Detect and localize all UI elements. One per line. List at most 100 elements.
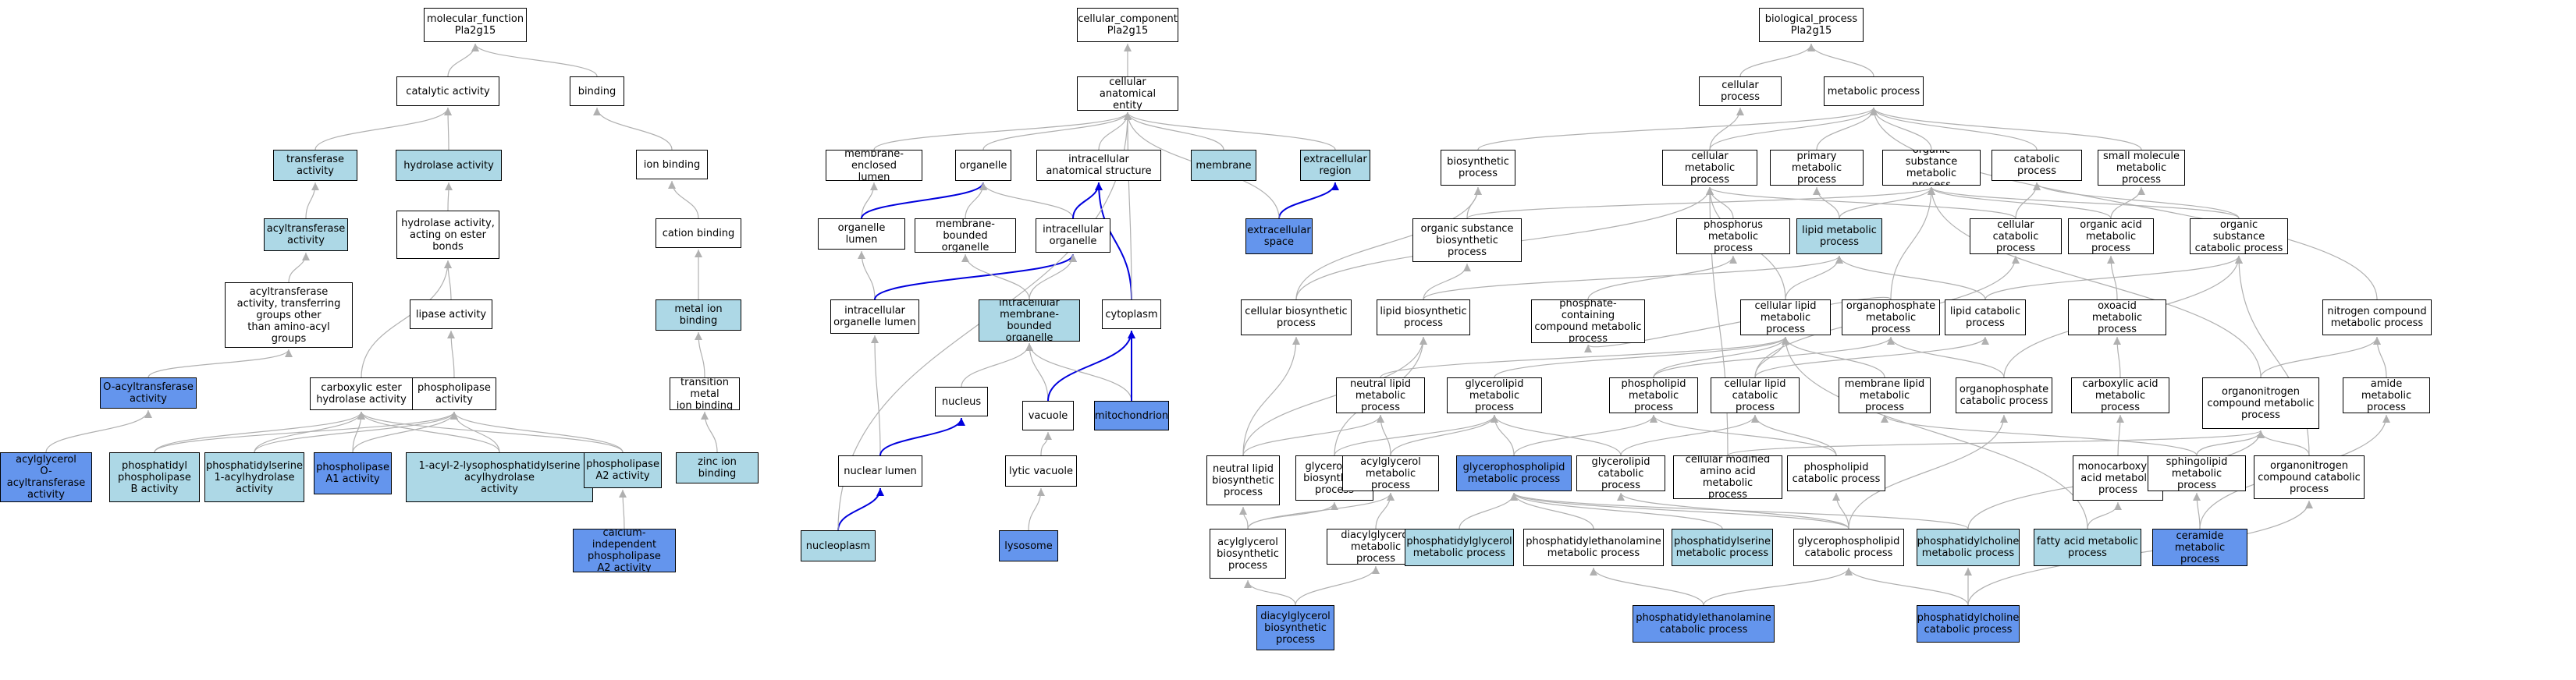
node-binding[interactable]: binding (570, 76, 624, 106)
node-bp[interactable]: biological_process Pla2g15 (1759, 8, 1864, 42)
node-acyltrother[interactable]: acyltransferase activity, transferring g… (225, 282, 353, 348)
node-gplcat[interactable]: glycerophospholipid catabolic process (1793, 529, 1904, 566)
node-organonitrocat[interactable]: organonitrogen compound catabolic proces… (2254, 455, 2365, 499)
node-psmet[interactable]: phosphatidylserine metabolic process (1672, 529, 1773, 566)
node-orgsubbio[interactable]: organic substance biosynthetic process (1412, 218, 1522, 262)
node-intraorg[interactable]: intracellular organelle (1036, 218, 1110, 253)
node-metproc[interactable]: metabolic process (1824, 76, 1924, 106)
node-pcmet[interactable]: phosphatidylcholine metabolic process (1917, 529, 2020, 566)
node-pgmet[interactable]: phosphatidylglycerol metabolic process (1405, 529, 1514, 566)
node-cellcat[interactable]: cellular catabolic process (1970, 218, 2062, 254)
node-cellproc[interactable]: cellular process (1699, 76, 1782, 106)
node-cc[interactable]: cellular_component Pla2g15 (1077, 8, 1178, 42)
node-cellbio[interactable]: cellular biosynthetic process (1241, 299, 1352, 335)
node-transferase[interactable]: transferase activity (273, 150, 357, 181)
node-carbox[interactable]: carboxylic ester hydrolase activity (310, 377, 413, 410)
node-extraspace[interactable]: extracellular space (1245, 218, 1313, 254)
node-lipidmet[interactable]: lipid metabolic process (1796, 218, 1882, 254)
node-psacyl[interactable]: phosphatidylserine 1-acylhydrolase activ… (204, 452, 304, 502)
node-zinc[interactable]: zinc ion binding (676, 452, 759, 483)
node-pplb[interactable]: phosphatidyl phospholipase B activity (109, 452, 200, 502)
node-nucleoplasm[interactable]: nucleoplasm (801, 530, 876, 561)
node-orgacid[interactable]: organic acid metabolic process (2068, 218, 2154, 254)
node-mito[interactable]: mitochondrion (1094, 401, 1169, 430)
node-gpl[interactable]: glycerophospholipid metabolic process (1456, 455, 1572, 491)
node-cae[interactable]: cellular anatomical entity (1077, 76, 1178, 111)
node-neutral[interactable]: neutral lipid metabolic process (1336, 377, 1425, 413)
node-celllipidcat[interactable]: cellular lipid catabolic process (1711, 377, 1800, 413)
node-lysops[interactable]: 1-acyl-2-lysophosphatidylserine acylhydr… (406, 452, 593, 502)
node-pccat[interactable]: phosphatidylcholine catabolic process (1917, 605, 2020, 643)
node-orglumen[interactable]: organelle lumen (818, 218, 905, 250)
node-phospholipid[interactable]: phospholipid metabolic process (1609, 377, 1698, 413)
node-cytoplasm[interactable]: cytoplasm (1102, 299, 1161, 329)
node-oacyl[interactable]: O-acyltransferase activity (100, 377, 197, 409)
node-orgsubmet[interactable]: organic substance metabolic process (1882, 150, 1981, 186)
node-cellmet[interactable]: cellular metabolic process (1662, 150, 1757, 186)
edge-orgphos-to-phoscont (1584, 296, 1892, 353)
node-pemet[interactable]: phosphatidylethanolamine metabolic proce… (1523, 529, 1664, 566)
node-phospholipase[interactable]: phospholipase activity (412, 377, 496, 410)
node-celllipid[interactable]: cellular lipid metabolic process (1740, 299, 1831, 335)
node-orgphoscat[interactable]: organophosphate catabolic process (1956, 377, 2052, 413)
node-acylglycbio[interactable]: acylglycerol biosynthetic process (1210, 529, 1286, 579)
node-phoscont[interactable]: phosphate-containing compound metabolic … (1531, 299, 1645, 343)
node-lipidcat[interactable]: lipid catabolic process (1945, 299, 2026, 335)
node-membbound[interactable]: membrane-bounded organelle (915, 218, 1016, 253)
node-oxoacid[interactable]: oxoacid metabolic process (2068, 299, 2166, 335)
node-phosmet[interactable]: phosphorus metabolic process (1676, 218, 1790, 254)
node-organelle[interactable]: organelle (955, 150, 1011, 181)
node-pla1[interactable]: phospholipase A1 activity (314, 452, 392, 494)
node-nitrogen[interactable]: nitrogen compound metabolic process (2322, 299, 2432, 335)
node-acyltr[interactable]: acyltransferase activity (264, 218, 348, 251)
edge-lipase-to-hydroester (444, 260, 453, 300)
node-amide[interactable]: amide metabolic process (2343, 377, 2430, 413)
node-hydrolase[interactable]: hydrolase activity (396, 150, 502, 181)
node-fattyacid[interactable]: fatty acid metabolic process (2034, 529, 2141, 566)
node-nuclumen[interactable]: nuclear lumen (838, 455, 922, 487)
node-primmet[interactable]: primary metabolic process (1770, 150, 1864, 186)
node-mf[interactable]: molecular_function Pla2g15 (424, 8, 527, 42)
node-membencl[interactable]: membrane-enclosed lumen (826, 150, 922, 181)
node-membranelipid[interactable]: membrane lipid metabolic process (1839, 377, 1931, 413)
node-sphingo[interactable]: sphingolipid metabolic process (2148, 455, 2246, 491)
node-metalb[interactable]: metal ion binding (656, 299, 741, 331)
node-intraorglumen[interactable]: intracellular organelle lumen (830, 299, 919, 334)
node-diacylbio[interactable]: diacylglycerol biosynthetic process (1256, 605, 1334, 650)
node-carboxacid[interactable]: carboxylic acid metabolic process (2071, 377, 2169, 413)
node-ionb[interactable]: ion binding (636, 150, 708, 179)
node-smallmol[interactable]: small molecule metabolic process (2098, 150, 2185, 186)
node-glycerolipid[interactable]: glycerolipid metabolic process (1447, 377, 1542, 413)
node-intramb[interactable]: intracellular membrane-bounded organelle (979, 299, 1080, 342)
edge-pplb-to-carbox (154, 411, 365, 453)
edge-nuclumen-to-intraorglumen (871, 335, 881, 456)
node-cationb[interactable]: cation binding (656, 218, 741, 248)
node-biosyn[interactable]: biosynthetic process (1441, 150, 1515, 186)
node-glycerolipidcat[interactable]: glycerolipid catabolic process (1576, 455, 1665, 491)
node-phospholipidcat[interactable]: phospholipid catabolic process (1787, 455, 1885, 491)
node-lipidbio[interactable]: lipid biosynthetic process (1377, 299, 1470, 335)
node-membrane[interactable]: membrane (1191, 150, 1256, 181)
node-ceramide[interactable]: ceramide metabolic process (2152, 529, 2247, 566)
node-lipase[interactable]: lipase activity (410, 299, 492, 329)
node-capla2[interactable]: calcium-independent phospholipase A2 act… (573, 529, 676, 572)
node-pecat[interactable]: phosphatidylethanolamine catabolic proce… (1633, 605, 1775, 643)
node-lytvac[interactable]: lytic vacuole (1005, 455, 1077, 487)
node-extraregion[interactable]: extracellular region (1300, 150, 1370, 181)
node-cat[interactable]: catalytic activity (396, 76, 499, 106)
node-orgsubcat[interactable]: organic substance catabolic process (2190, 218, 2288, 254)
node-neutralbio[interactable]: neutral lipid biosynthetic process (1206, 455, 1280, 505)
node-vacuole[interactable]: vacuole (1022, 401, 1074, 430)
node-nucleus[interactable]: nucleus (935, 387, 988, 416)
node-catab[interactable]: catabolic process (1992, 150, 2082, 181)
node-cellmodamino[interactable]: cellular modified amino acid metabolic p… (1673, 455, 1782, 499)
node-acylglycmet[interactable]: acylglycerol metabolic process (1342, 455, 1439, 491)
node-acylglyc[interactable]: acylglycerol O-acyltransferase activity (0, 452, 92, 502)
node-transmetal[interactable]: transition metal ion binding (670, 377, 740, 410)
node-hydroester[interactable]: hydrolase activity, acting on ester bond… (396, 211, 499, 259)
node-intraanat[interactable]: intracellular anatomical structure (1036, 150, 1161, 181)
node-organonitro[interactable]: organonitrogen compound metabolic proces… (2202, 377, 2319, 429)
node-orgphos[interactable]: organophosphate metabolic process (1842, 299, 1940, 335)
node-pla2[interactable]: phospholipase A2 activity (584, 452, 662, 488)
node-lysosome[interactable]: lysosome (999, 530, 1058, 561)
